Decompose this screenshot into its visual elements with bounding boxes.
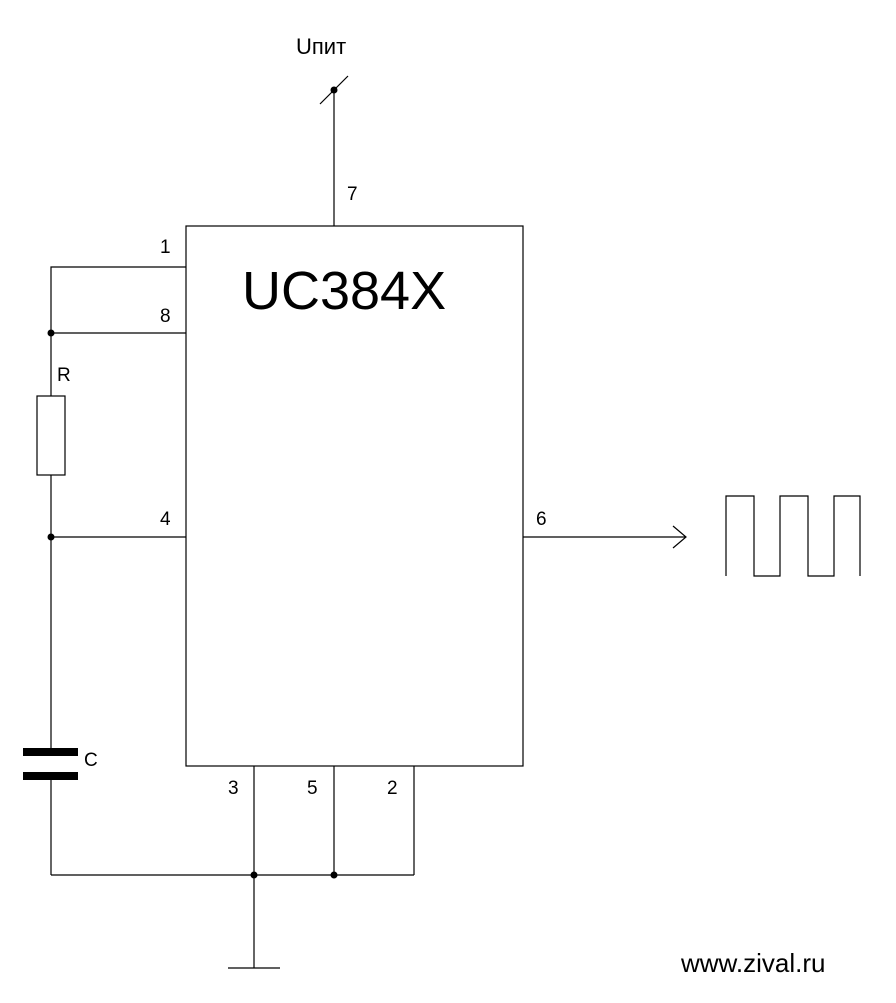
footer-url: www.zival.ru [680, 948, 825, 978]
square-wave-icon [725, 495, 861, 577]
wire-pin1 [50, 266, 186, 333]
pin-4-label: 4 [160, 509, 171, 530]
resistor-label: R [57, 365, 71, 386]
supply-node [330, 86, 338, 94]
pin-6-label: 6 [536, 509, 547, 530]
chip-label: UC384X [242, 261, 446, 321]
resistor [36, 395, 66, 476]
capacitor-label: C [84, 750, 98, 771]
output-arrow-icon [672, 525, 687, 549]
capacitor-plate-top [23, 748, 78, 756]
pin-5-label: 5 [307, 778, 318, 799]
node-pin5 [330, 871, 338, 879]
pin-1-label: 1 [160, 237, 171, 258]
capacitor-plate-bottom [23, 772, 78, 780]
ic-body [185, 225, 524, 767]
pin-2-label: 2 [387, 778, 398, 799]
pin-3-label: 3 [228, 778, 239, 799]
supply-label: Uпит [296, 34, 346, 59]
pin-8-label: 8 [160, 306, 171, 327]
pin-7-label: 7 [347, 184, 358, 205]
